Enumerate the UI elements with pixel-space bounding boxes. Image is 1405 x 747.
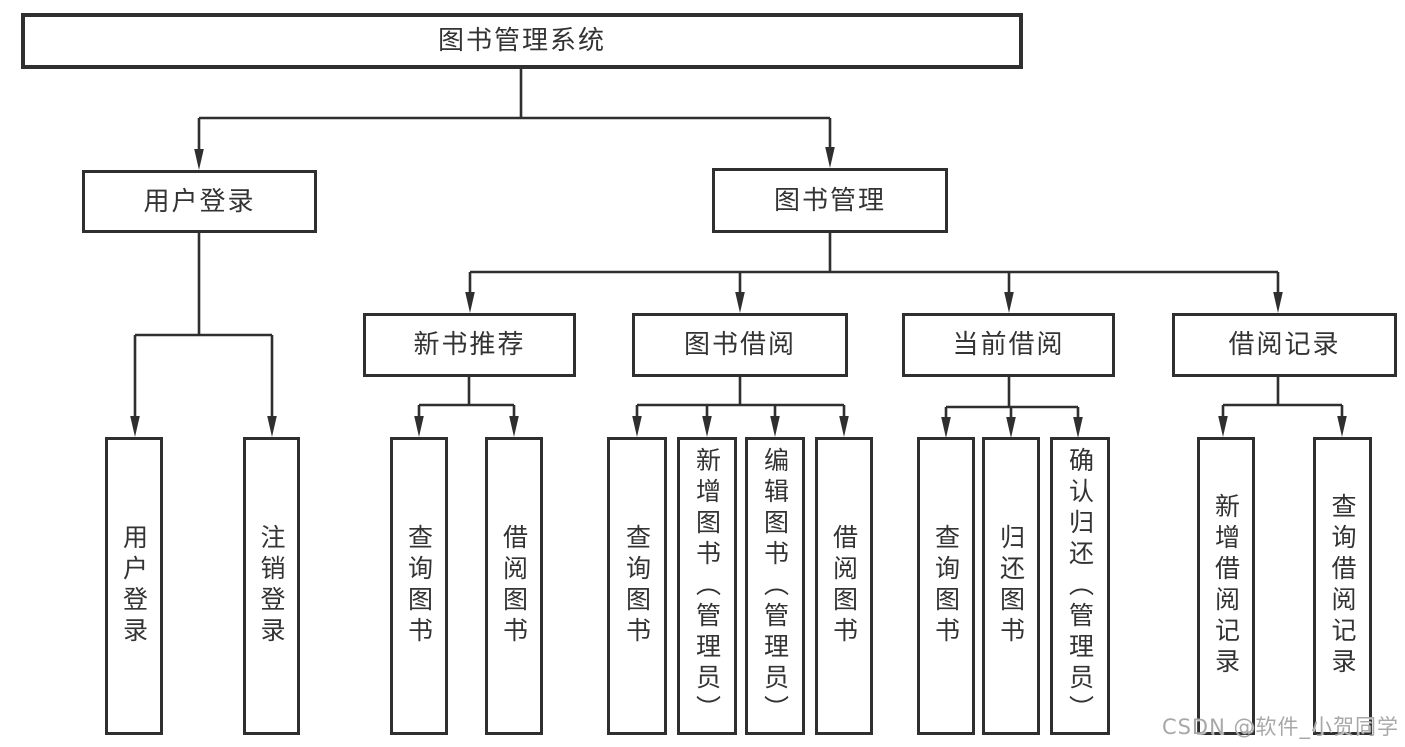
arrowhead-icon bbox=[509, 416, 519, 437]
leaf-query-books-2: 查询图书 bbox=[607, 437, 667, 735]
leaf-query-books-3: 查询图书 bbox=[917, 437, 975, 735]
leaf-add-book-admin: 新增图书（管理员） bbox=[677, 437, 737, 735]
arrowhead-icon bbox=[194, 149, 204, 170]
leaf-query-borrow-record: 查询借阅记录 bbox=[1313, 437, 1372, 735]
leaf-return-books: 归还图书 bbox=[982, 437, 1040, 735]
arrowhead-icon bbox=[735, 292, 745, 313]
leaf-user-login: 用户登录 bbox=[105, 437, 163, 735]
node-book-management: 图书管理 bbox=[712, 168, 948, 233]
arrowhead-icon bbox=[770, 416, 780, 437]
arrowhead-icon bbox=[414, 416, 424, 437]
leaf-logout: 注销登录 bbox=[243, 437, 300, 735]
arrowhead-icon bbox=[825, 147, 835, 168]
node-new-book-recommend: 新书推荐 bbox=[363, 313, 576, 377]
leaf-confirm-return-admin: 确认归还（管理员） bbox=[1050, 437, 1110, 735]
node-borrow-records: 借阅记录 bbox=[1172, 313, 1397, 377]
arrowhead-icon bbox=[1218, 416, 1228, 437]
node-user-login: 用户登录 bbox=[82, 170, 317, 233]
arrowhead-icon bbox=[1006, 417, 1016, 438]
leaf-query-books: 查询图书 bbox=[390, 437, 448, 735]
arrowhead-icon bbox=[1337, 416, 1347, 437]
node-current-borrowing: 当前借阅 bbox=[902, 313, 1115, 377]
leaf-borrow-book: 借阅图书 bbox=[815, 437, 873, 735]
arrowhead-icon bbox=[702, 416, 712, 437]
node-root: 图书管理系统 bbox=[21, 13, 1023, 69]
node-book-borrowing: 图书借阅 bbox=[632, 313, 848, 377]
arrowhead-icon bbox=[1004, 292, 1014, 313]
leaf-edit-book-admin: 编辑图书（管理员） bbox=[745, 437, 805, 735]
watermark: CSDN @软件_小贺同学 bbox=[1161, 715, 1399, 739]
arrowhead-icon bbox=[839, 416, 849, 437]
tree-edges bbox=[133, 69, 1344, 419]
arrowhead-icon bbox=[632, 416, 642, 437]
arrowhead-icon bbox=[130, 416, 140, 437]
leaf-add-borrow-record: 新增借阅记录 bbox=[1197, 437, 1255, 735]
leaf-borrow-books: 借阅图书 bbox=[485, 437, 543, 735]
arrowhead-icon bbox=[465, 292, 475, 313]
arrowhead-icon bbox=[941, 417, 951, 438]
arrowhead-icon bbox=[1273, 292, 1283, 313]
arrowhead-icon bbox=[1073, 417, 1083, 438]
arrowhead-icon bbox=[267, 416, 277, 437]
